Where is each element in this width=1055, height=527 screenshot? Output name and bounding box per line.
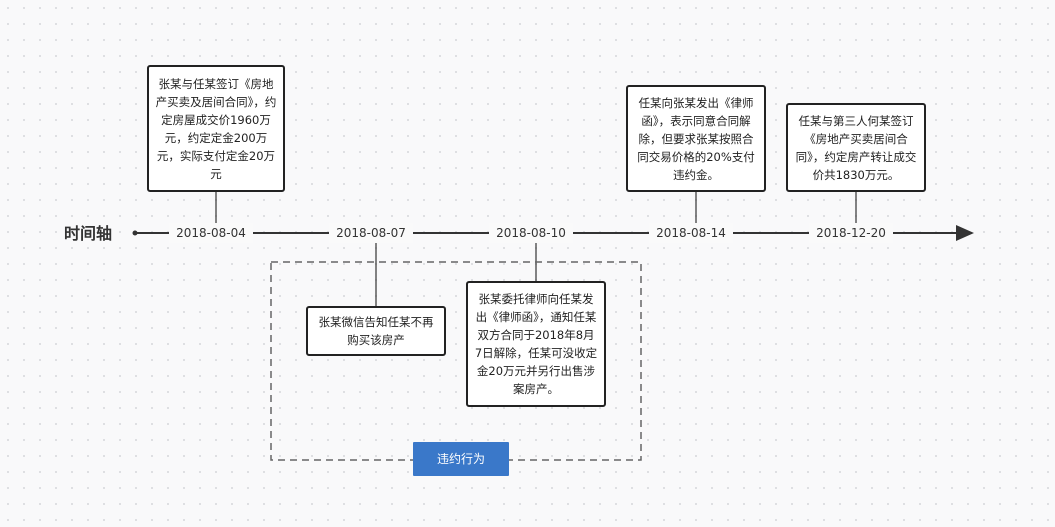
breach-group-frame (270, 261, 642, 461)
event-box-1[interactable]: 张某与任某签订《房地产买卖及居间合同》，约定房屋成交价1960万元，约定定金20… (147, 65, 285, 192)
event-box-5[interactable]: 任某与第三人何某签订《房地产买卖居间合同》，约定房产转让成交价共1830万元。 (786, 103, 926, 192)
event-box-2[interactable]: 张某微信告知任某不再购买该房产 (306, 306, 446, 356)
event-text-3: 张某委托律师向任某发出《律师函》，通知任某双方合同于2018年8月7日解除，任某… (474, 292, 598, 396)
date-label-3: 2018-08-10 (489, 223, 573, 243)
timeline-title: 时间轴 (64, 224, 113, 243)
date-label-4: 2018-08-14 (649, 223, 733, 243)
event-box-4[interactable]: 任某向张某发出《律师函》，表示同意合同解除，但要求张某按照合同交易价格的20%支… (626, 85, 766, 192)
date-label-5: 2018-12-20 (809, 223, 893, 243)
timeline-start-dot (132, 230, 138, 236)
breach-group-label[interactable]: 违约行为 (413, 442, 509, 476)
event-text-2: 张某微信告知任某不再购买该房产 (318, 315, 434, 347)
event-text-5: 任某与第三人何某签订《房地产买卖居间合同》，约定房产转让成交价共1830万元。 (795, 113, 917, 182)
event-text-1: 张某与任某签订《房地产买卖及居间合同》，约定房屋成交价1960万元，约定定金20… (155, 76, 277, 181)
date-label-1: 2018-08-04 (169, 223, 253, 243)
event-text-4: 任某向张某发出《律师函》，表示同意合同解除，但要求张某按照合同交易价格的20%支… (637, 95, 755, 182)
date-label-2: 2018-08-07 (329, 223, 413, 243)
event-box-3[interactable]: 张某委托律师向任某发出《律师函》，通知任某双方合同于2018年8月7日解除，任某… (466, 281, 606, 407)
